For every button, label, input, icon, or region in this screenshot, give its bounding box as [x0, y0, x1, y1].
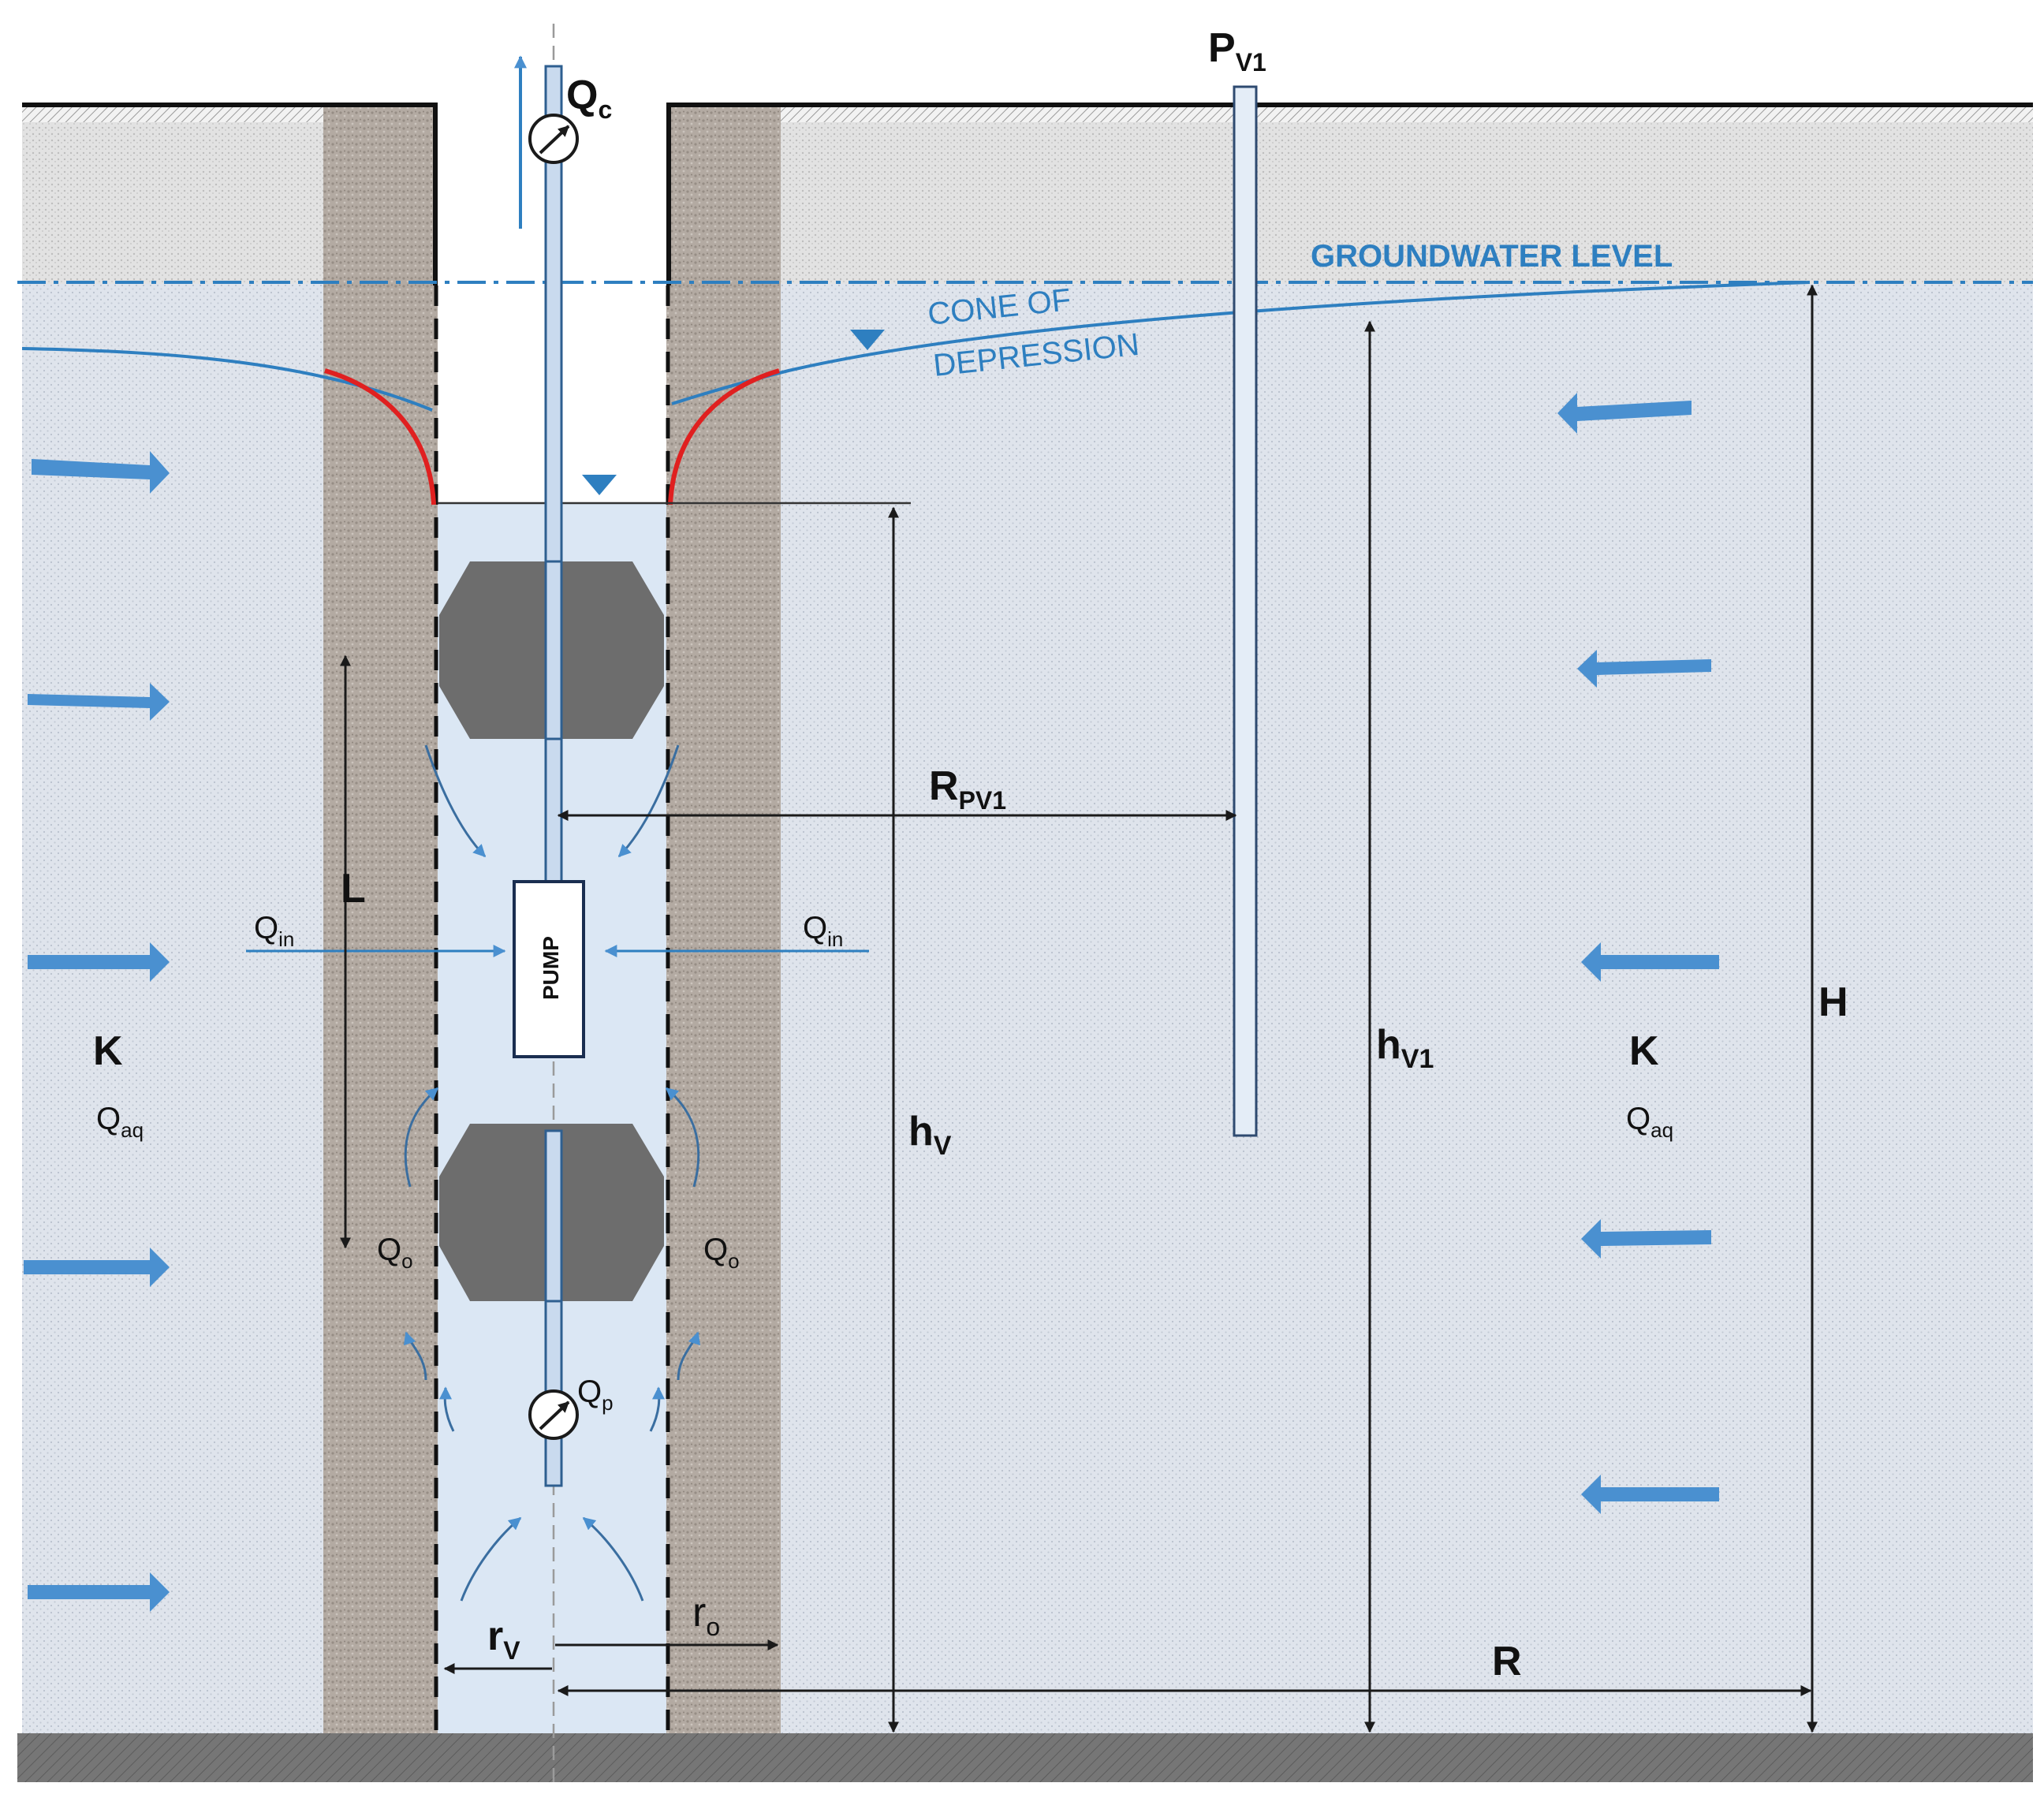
inflow-arrow-lower-left-b — [438, 1386, 455, 1432]
pump-body — [513, 880, 585, 1058]
flow-arrow-left-2 — [28, 683, 170, 721]
flow-arrow-left-5 — [28, 1572, 170, 1612]
label-rv: rV — [487, 1613, 520, 1665]
piezometer-pv1 — [1233, 85, 1258, 1137]
labels: Qc PV1 RPV1 L Qin Qin K Qaq K Qaq hV hV1… — [93, 25, 1848, 1684]
label-r: R — [1492, 1639, 1522, 1684]
label-qo-right: Qo — [703, 1233, 740, 1273]
label-qp: Qp — [577, 1374, 614, 1415]
ground-surface-left — [22, 103, 438, 285]
unsaturated-soil-right — [669, 103, 2033, 284]
inflow-arrow-upper-left — [424, 744, 487, 858]
flow-arrow-right-1 — [1557, 393, 1692, 434]
riser-pipe-through-lower-packer — [544, 1129, 563, 1303]
inflow-arrow-lower-left-a — [403, 1331, 427, 1381]
water-level-marker-well — [582, 475, 617, 495]
label-qin-left: Qin — [254, 911, 294, 951]
groundwater-level-label: GROUNDWATER LEVEL — [1311, 239, 1673, 274]
outflow-arrow-upper-right — [665, 1087, 700, 1188]
flow-arrow-right-3 — [1581, 942, 1719, 982]
flow-arrow-left-3 — [28, 942, 170, 982]
bedrock — [17, 1733, 2033, 1782]
label-qaq-right: Qaq — [1626, 1102, 1673, 1142]
ground-surface — [22, 103, 2033, 285]
flow-meter-qc — [528, 114, 579, 164]
riser-pipe-upper — [544, 65, 563, 888]
label-pv1: PV1 — [1208, 25, 1266, 76]
label-h: H — [1818, 979, 1848, 1025]
gravel-pack-right — [666, 104, 781, 1733]
water-level-marker-outside — [850, 330, 885, 350]
label-qo-left: Qo — [377, 1233, 413, 1273]
cone-of-depression-left — [21, 347, 433, 412]
label-qaq-left: Qaq — [96, 1102, 144, 1142]
inflow-arrow-lower-right-b — [649, 1386, 666, 1432]
flow-arrow-right-5 — [1581, 1475, 1719, 1514]
label-qc: Qc — [566, 73, 612, 124]
pump-label: PUMP — [539, 936, 563, 1000]
red-seepage-curve-right — [668, 368, 780, 505]
flow-arrow-right-4 — [1581, 1219, 1711, 1259]
label-rpv1: RPV1 — [929, 763, 1006, 815]
label-qin-right: Qin — [803, 911, 843, 951]
label-l: L — [341, 866, 366, 912]
label-hv: hV — [908, 1109, 952, 1161]
gravel-pack-left — [323, 104, 438, 1733]
ground-surface-right — [666, 103, 2033, 285]
flow-meter-qp — [528, 1389, 579, 1440]
upflow-arrow-right — [582, 1516, 644, 1602]
surface-hatch-right — [669, 105, 2033, 122]
aquifer-flow-arrows — [24, 393, 1719, 1612]
dimension-lines — [340, 284, 1818, 1733]
red-seepage-curve-left — [324, 368, 436, 505]
label-ro: ro — [692, 1590, 720, 1641]
inflow-arrow-lower-right-a — [677, 1331, 701, 1381]
label-hv1: hV1 — [1376, 1022, 1434, 1074]
label-k-right: K — [1629, 1028, 1659, 1074]
flow-arrow-right-2 — [1577, 650, 1711, 688]
flow-arrow-left-1 — [32, 451, 170, 494]
inner-flow-arrows — [403, 744, 701, 1602]
outflow-arrow-upper-left — [404, 1087, 439, 1188]
inflow-arrow-upper-right — [617, 744, 680, 858]
riser-pipe-through-upper-packer — [544, 560, 563, 740]
flow-arrow-left-4 — [24, 1248, 170, 1287]
label-k-left: K — [93, 1028, 123, 1074]
cone-of-depression-right — [671, 281, 1811, 405]
upflow-arrow-left — [460, 1516, 522, 1602]
